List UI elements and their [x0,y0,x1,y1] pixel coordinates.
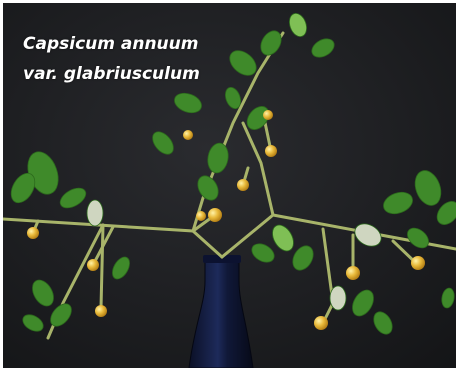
berry-icon [208,208,222,222]
leaf-icon [50,303,72,327]
leaf-icon [329,285,347,311]
leaf-icon [407,227,429,249]
leaf-icon [436,201,456,225]
leaf-icon [383,191,413,215]
leaf-icon [352,289,374,317]
leaf-icon [246,106,270,130]
leaf-icon [292,245,314,271]
leaf-icon [174,92,202,114]
leaf-icon [373,311,393,335]
photo-frame: Capsicum annuum var. glabriusculum [3,3,456,368]
leaf-icon [59,187,87,209]
leaf-icon [86,199,104,227]
berry-icon [263,110,273,120]
leaf-icon [441,287,455,309]
leaf-icon [229,50,257,76]
berry-icon [314,316,328,330]
leaf-icon [272,224,294,252]
bottle-lip [203,255,241,263]
leaves [10,12,456,335]
leaf-icon [10,172,36,204]
berry-icon [265,145,277,157]
berry-icon [87,259,99,271]
leaf-icon [152,131,174,155]
stems [3,31,456,340]
caption-line-1: Capsicum annuum [23,34,199,54]
leaf-icon [112,256,130,280]
leaf-icon [22,314,44,332]
leaf-icon [311,38,335,58]
berry-icon [95,305,107,317]
berry-icon [346,266,360,280]
leaf-icon [414,170,442,206]
caption-line-2: var. glabriusculum [23,64,200,84]
species-caption: Capsicum annuum var. glabriusculum [23,29,200,89]
berry-icon [411,256,425,270]
berry-icon [196,211,206,221]
leaf-icon [207,142,229,174]
leaf-icon [251,243,275,263]
leaf-icon [260,30,282,56]
berry-icon [183,130,193,140]
leaf-icon [289,12,307,38]
plant-photo [3,3,456,368]
fruits [27,110,425,330]
berry-icon [27,227,39,239]
leaf-icon [197,175,219,201]
leaf-icon [225,86,241,110]
berry-icon [237,179,249,191]
leaf-icon [354,223,382,247]
bottle-icon [188,258,254,368]
leaf-icon [32,279,54,307]
